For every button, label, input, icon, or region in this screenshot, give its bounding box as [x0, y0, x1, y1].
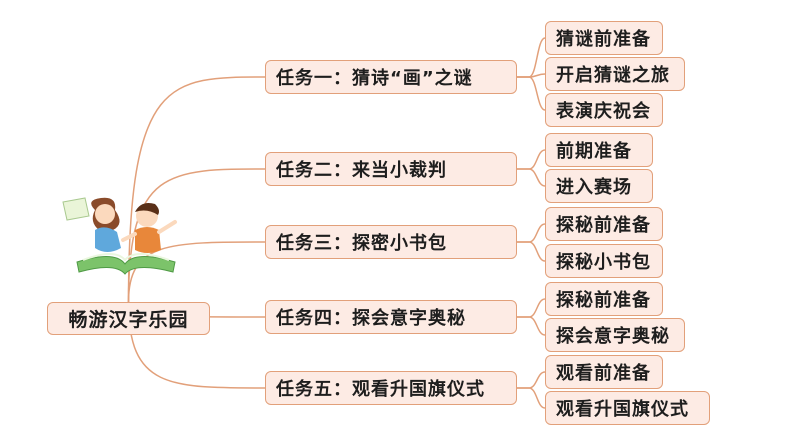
connector-task-4-step-2	[517, 316, 546, 336]
connector-root-task-1	[127, 76, 266, 303]
task-1-step-2: 开启猜谜之旅	[545, 57, 685, 91]
connector-task-1-step-1	[517, 37, 546, 78]
connector-task-5-step-2	[517, 387, 546, 409]
children-reading-book-icon	[55, 190, 195, 280]
connector-task-3-step-2	[517, 241, 546, 262]
connector-task-4-step-1	[517, 298, 546, 318]
task-5-box: 任务五：观看升国旗仪式	[265, 371, 517, 405]
task-4-step-2: 探会意字奥秘	[545, 318, 685, 352]
root-topic: 畅游汉字乐园	[47, 302, 210, 335]
connector-task-1-step-3	[517, 76, 546, 111]
task-4-step-1: 探秘前准备	[545, 282, 663, 316]
task-5-step-2: 观看升国旗仪式	[545, 391, 710, 425]
task-4-box: 任务四：探会意字奥秘	[265, 300, 517, 334]
task-2-box: 任务二：来当小裁判	[265, 152, 517, 186]
task-3-box: 任务三：探密小书包	[265, 225, 517, 259]
connector-task-2-step-1	[517, 149, 546, 170]
task-1-box: 任务一：猜诗“画”之谜	[265, 60, 517, 94]
task-3-step-1: 探秘前准备	[545, 207, 663, 241]
task-1-step-1: 猜谜前准备	[545, 21, 663, 55]
connector-task-5-step-1	[517, 371, 546, 389]
task-1-step-3: 表演庆祝会	[545, 93, 663, 127]
connector-task-2-step-2	[517, 168, 546, 187]
task-2-step-2: 进入赛场	[545, 169, 653, 203]
task-3-step-2: 探秘小书包	[545, 244, 663, 278]
connector-task-3-step-1	[517, 223, 546, 243]
connector-root-task-2	[127, 168, 266, 303]
task-2-step-1: 前期准备	[545, 133, 653, 167]
task-5-step-1: 观看前准备	[545, 355, 663, 389]
